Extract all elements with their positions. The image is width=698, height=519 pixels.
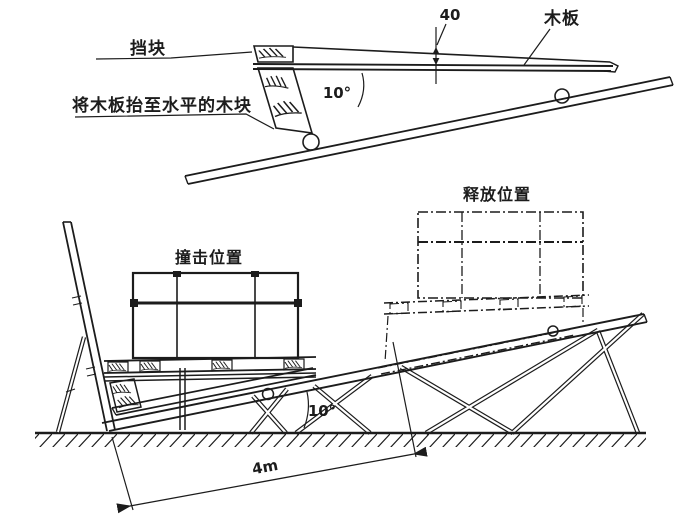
roller-left (302, 133, 320, 151)
board-thickness-value: 40 (440, 6, 461, 24)
release-roller (547, 325, 559, 337)
release-pallet (377, 294, 590, 375)
lift-block-label: 将木板抬至水平的木块 (72, 95, 252, 116)
main-view: 撞击位置 释放位置 10° 4m (35, 185, 648, 514)
impact-pallet (103, 356, 317, 382)
detail-view: 挡块 将木板抬至水平的木块 木板 40 10° (72, 6, 674, 185)
impact-wall (55, 221, 116, 433)
roller-right (554, 88, 570, 104)
board-label: 木板 (543, 8, 580, 29)
lift-block (256, 67, 314, 134)
main-angle-arc (303, 391, 310, 429)
release-position-label: 释放位置 (463, 185, 531, 204)
board-leader (523, 28, 551, 66)
travel-distance-dimension (111, 341, 428, 514)
ground (35, 431, 646, 447)
detail-angle-value: 10° (323, 84, 351, 102)
board-thickness-dimension (432, 23, 447, 84)
release-crate (417, 211, 584, 299)
sled-roller (261, 387, 275, 401)
stop-block-leader (95, 51, 253, 60)
detail-angle-arc (357, 72, 365, 108)
detail-ramp (184, 76, 674, 185)
sled-support-post (179, 368, 186, 430)
lift-block-leader (74, 113, 275, 130)
main-ramp (101, 313, 648, 432)
stop-block-label: 挡块 (130, 38, 166, 59)
sled-board (109, 367, 317, 416)
stop-block (252, 45, 294, 63)
wooden-board (252, 46, 619, 73)
main-angle-value: 10° (308, 402, 336, 420)
impact-crate (130, 271, 302, 360)
impact-position-label: 撞击位置 (175, 248, 243, 267)
travel-distance-value: 4m (251, 456, 280, 478)
